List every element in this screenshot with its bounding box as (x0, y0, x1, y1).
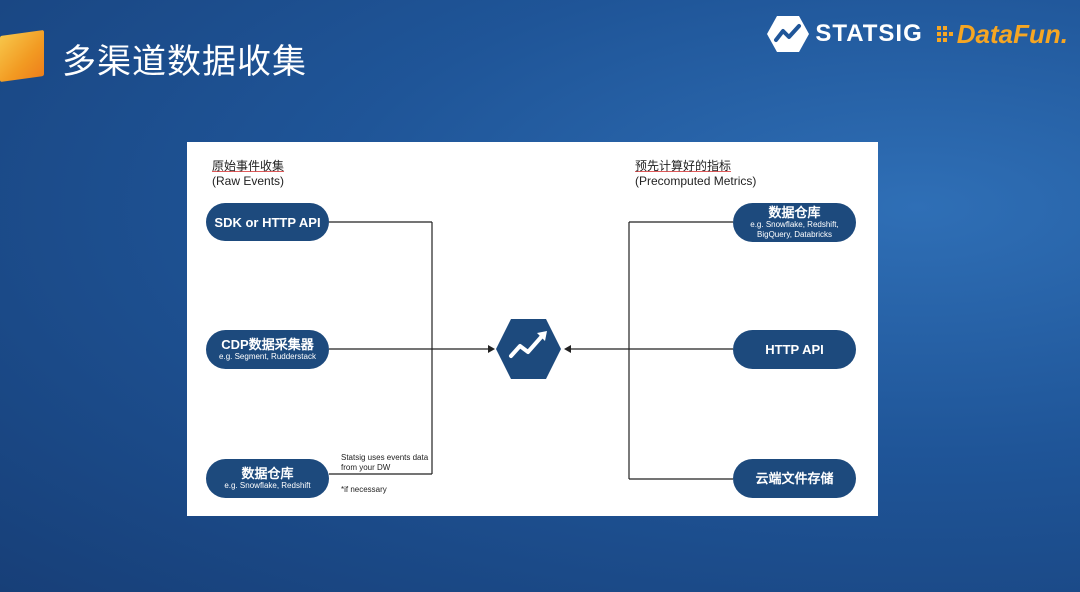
node-sublabel: e.g. Snowflake, Redshift (224, 481, 311, 490)
dw-footnote: *if necessary (341, 485, 387, 494)
arrow-left-head (488, 345, 495, 353)
dw-usage-note: Statsig uses events data from your DW (341, 453, 428, 473)
node-cdp-collector: CDP数据采集器 e.g. Segment, Rudderstack (206, 330, 329, 369)
page-title: 多渠道数据收集 (62, 42, 307, 82)
right-heading: 预先计算好的指标 (Precomputed Metrics) (635, 159, 756, 189)
node-sublabel-2: BigQuery, Databricks (757, 230, 832, 239)
node-sublabel: e.g. Snowflake, Redshift, (750, 220, 839, 229)
node-cloud-file-storage: 云端文件存储 (733, 459, 856, 498)
datafun-logo-text: DataFun. (956, 18, 1068, 49)
node-data-warehouse-right: 数据仓库 e.g. Snowflake, Redshift, BigQuery,… (733, 203, 856, 242)
left-heading-en: (Raw Events) (212, 174, 285, 188)
hub-trend-line (509, 333, 545, 358)
left-heading: 原始事件收集 (Raw Events) (212, 159, 284, 189)
right-heading-zh: 预先计算好的指标 (635, 159, 732, 173)
data-collection-diagram: 原始事件收集 (Raw Events) 预先计算好的指标 (Precompute… (187, 142, 878, 516)
statsig-logo-text: STATSIG (815, 20, 923, 47)
node-label: 数据仓库 (768, 205, 821, 220)
node-data-warehouse-left: 数据仓库 e.g. Snowflake, Redshift (206, 459, 329, 498)
logo-area: STATSIG DataFun. (767, 14, 1068, 54)
datafun-dots-icon (936, 26, 953, 42)
connector-lines (329, 221, 733, 480)
title-accent-shape (0, 29, 44, 83)
node-sdk-http-api: SDK or HTTP API (206, 203, 329, 241)
arrow-right-head (564, 345, 571, 353)
node-label: SDK or HTTP API (214, 214, 321, 230)
node-sublabel: e.g. Segment, Rudderstack (219, 352, 316, 361)
node-label: 云端文件存储 (755, 471, 834, 486)
node-label: HTTP API (765, 342, 824, 357)
node-http-api: HTTP API (733, 330, 856, 369)
dw-note-line-2: from your DW (341, 463, 391, 472)
statsig-logo-icon (767, 16, 810, 52)
dw-note-line-1: Statsig uses events data (341, 453, 429, 462)
left-heading-zh: 原始事件收集 (212, 159, 285, 173)
node-label: CDP数据采集器 (221, 337, 314, 352)
hub-trend-arrowhead (537, 331, 547, 341)
right-heading-en: (Precomputed Metrics) (635, 174, 757, 188)
node-label: 数据仓库 (241, 466, 294, 481)
